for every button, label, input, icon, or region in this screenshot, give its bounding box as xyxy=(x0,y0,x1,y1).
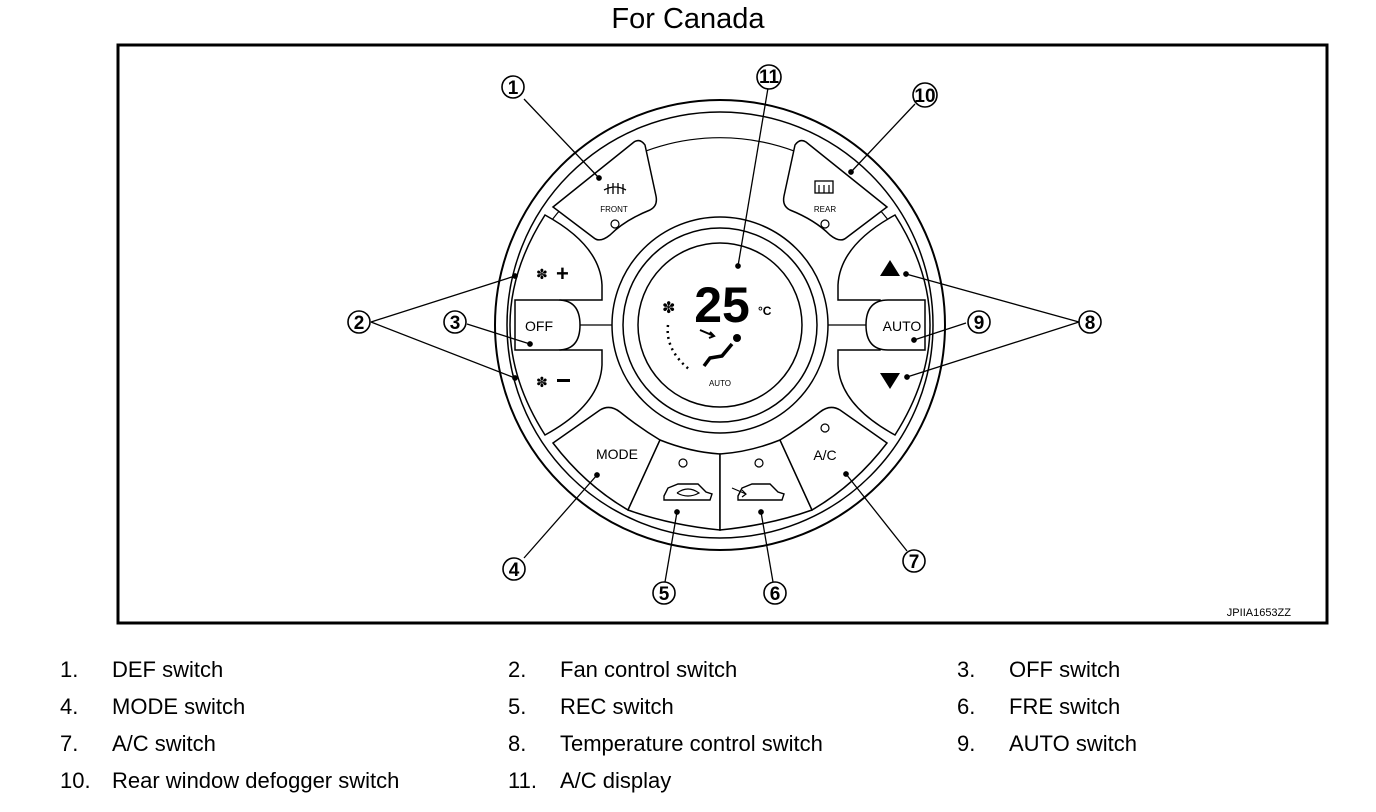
legend-number: 5. xyxy=(508,694,527,719)
ac-button-label: A/C xyxy=(813,447,836,463)
display-airflow-icon xyxy=(699,329,741,368)
def-button[interactable]: FRONT xyxy=(551,139,658,241)
legend-number: 8. xyxy=(508,731,527,756)
legend-number: 11. xyxy=(508,768,537,793)
callout-leaders xyxy=(370,87,1080,583)
minus-icon xyxy=(557,379,570,382)
svg-text:7: 7 xyxy=(909,552,920,573)
svg-text:10: 10 xyxy=(914,86,935,107)
display-ring-inner xyxy=(637,242,803,408)
front-defroster-icon xyxy=(603,183,627,194)
recirculation-car-icon xyxy=(663,483,713,501)
callout-10: 10 xyxy=(912,82,938,108)
callout-11: 11 xyxy=(756,64,782,90)
display-auto-label: AUTO xyxy=(709,379,731,388)
callout-8: 8 xyxy=(1078,310,1102,334)
legend-number: 10. xyxy=(60,768,91,793)
svg-text:3: 3 xyxy=(450,313,461,334)
callout-9: 9 xyxy=(967,310,991,334)
legend-number: 2. xyxy=(508,657,527,682)
legend-label: FRE switch xyxy=(1009,694,1121,719)
legend-label: OFF switch xyxy=(1009,657,1121,682)
off-button-label: OFF xyxy=(525,318,553,334)
callout-3: 3 xyxy=(443,310,467,334)
svg-text:6: 6 xyxy=(770,584,781,605)
callout-6: 6 xyxy=(763,581,787,605)
legend-label: REC switch xyxy=(560,694,674,719)
mode-button-label: MODE xyxy=(596,446,638,462)
legend-number: 1. xyxy=(60,657,79,682)
auto-button[interactable]: AUTO xyxy=(865,299,926,351)
temperature-down-arrow-icon[interactable] xyxy=(880,373,900,389)
rec-indicator-led xyxy=(678,458,688,468)
control-panel-diagram: FRONT REAR ✽ + ✽ OFF AU xyxy=(116,43,1329,625)
figure-code: JPIIA1653ZZ xyxy=(1227,607,1291,619)
legend-label: A/C display xyxy=(560,768,672,793)
legend-label: Rear window defogger switch xyxy=(112,768,400,793)
rear-defogger-icon xyxy=(814,180,834,194)
legend-label: MODE switch xyxy=(112,694,246,719)
legend-number: 6. xyxy=(957,694,976,719)
svg-text:2: 2 xyxy=(354,313,365,334)
legend-number: 3. xyxy=(957,657,976,682)
fan-up-button[interactable]: ✽ + xyxy=(536,261,569,286)
svg-text:11: 11 xyxy=(759,67,780,88)
svg-text:1: 1 xyxy=(508,78,519,99)
callout-2: 2 xyxy=(347,310,371,334)
page-title: For Canada xyxy=(611,3,765,35)
temperature-up-arrow-icon[interactable] xyxy=(880,260,900,276)
fan-icon-small: ✽ xyxy=(536,374,548,390)
display-temperature: 25 xyxy=(694,277,750,333)
svg-text:5: 5 xyxy=(659,584,670,605)
legend-number: 4. xyxy=(60,694,79,719)
rear-defogger-button[interactable]: REAR xyxy=(782,139,889,241)
ac-indicator-led xyxy=(820,423,830,433)
def-indicator-led xyxy=(610,219,620,229)
callout-4: 4 xyxy=(502,557,526,581)
legend-label: Temperature control switch xyxy=(560,731,823,756)
legend-label: A/C switch xyxy=(112,731,216,756)
legend-number: 7. xyxy=(60,731,79,756)
def-button-label: FRONT xyxy=(600,205,628,214)
fresh-air-car-icon xyxy=(731,483,785,501)
legend-label: AUTO switch xyxy=(1009,731,1137,756)
rear-indicator-led xyxy=(820,219,830,229)
fan-down-button[interactable]: ✽ xyxy=(536,374,570,390)
fan-icon: ✽ xyxy=(536,266,548,282)
auto-button-label: AUTO xyxy=(883,318,922,334)
outer-ring xyxy=(494,99,946,551)
bezel-ring xyxy=(506,111,934,539)
callout-7: 7 xyxy=(902,549,926,573)
fre-indicator-led xyxy=(754,458,764,468)
display-fan-icon: ✽ xyxy=(662,300,675,317)
fre-button[interactable] xyxy=(719,439,814,531)
legend: 1. DEF switch 2. Fan control switch 3. O… xyxy=(0,650,1376,810)
legend-label: DEF switch xyxy=(112,657,224,682)
ac-button[interactable]: A/C xyxy=(779,406,889,512)
fan-speed-dots xyxy=(666,324,691,371)
legend-number: 9. xyxy=(957,731,976,756)
callout-5: 5 xyxy=(652,581,676,605)
ac-display: 25 °C ✽ AUTO xyxy=(662,277,772,388)
svg-text:8: 8 xyxy=(1085,313,1096,334)
rear-button-label: REAR xyxy=(814,205,836,214)
plus-icon: + xyxy=(556,261,569,286)
mode-button[interactable]: MODE xyxy=(551,406,661,512)
legend-label: Fan control switch xyxy=(560,657,738,682)
callout-1: 1 xyxy=(501,75,525,99)
svg-text:4: 4 xyxy=(509,560,520,581)
figure-frame xyxy=(116,43,1329,625)
svg-text:9: 9 xyxy=(974,313,985,334)
display-ring-middle xyxy=(622,227,818,423)
display-unit: °C xyxy=(758,304,772,318)
